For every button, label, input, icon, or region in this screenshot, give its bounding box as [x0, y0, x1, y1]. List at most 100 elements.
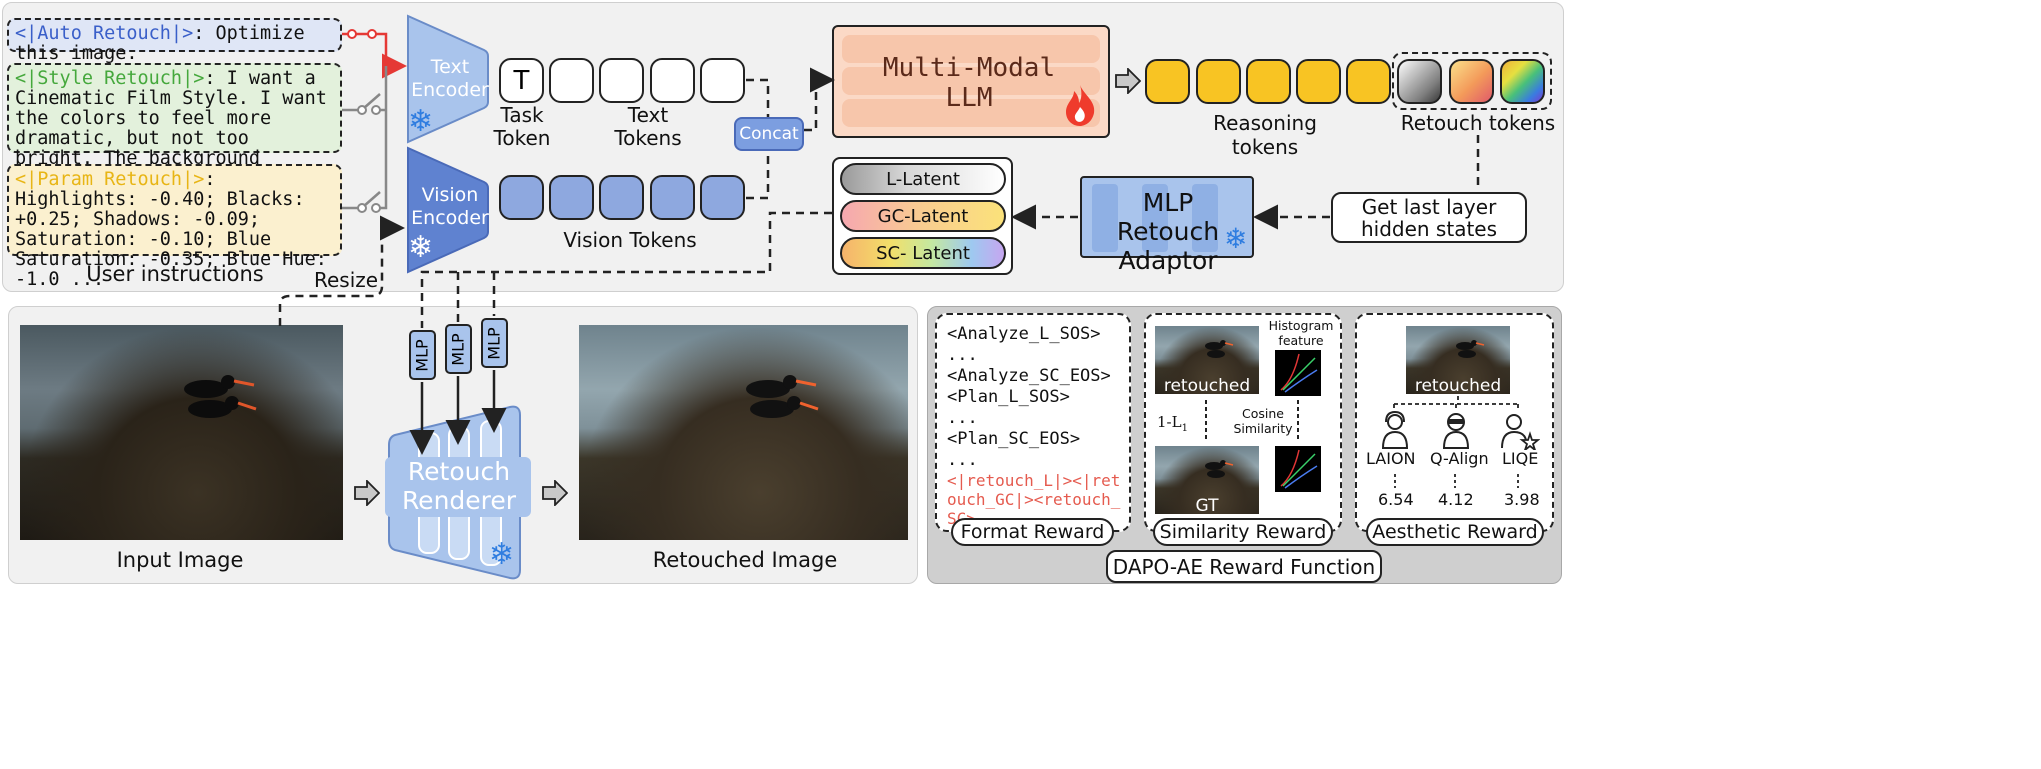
input-image: [20, 325, 343, 540]
llm-layer: [842, 99, 1100, 127]
mlp-label: MLP: [485, 326, 504, 360]
aesthetic-reward-title: Aesthetic Reward: [1366, 518, 1544, 546]
l-latent-label: L-Latent: [886, 168, 960, 190]
gc-latent: GC-Latent: [840, 200, 1006, 232]
format-reward-box: [935, 313, 1131, 532]
histogram-feature-bottom: [1275, 446, 1321, 492]
format-line: ...: [947, 450, 978, 470]
text-encoder: Text Encoder ❄: [404, 14, 490, 144]
vision-token: [549, 175, 594, 220]
reasoning-token: [1346, 59, 1391, 104]
qalign-score: 4.12: [1438, 490, 1474, 509]
adaptor-layer: [1092, 184, 1118, 252]
flow-arrow-icon: [542, 478, 569, 511]
snowflake-icon: ❄: [489, 538, 515, 571]
vision-encoder-label: Vision Encoder: [411, 184, 489, 229]
vision-token: [700, 175, 745, 220]
gt-image: [1155, 446, 1259, 514]
reasoning-token: [1246, 59, 1291, 104]
auto-tag: <|Auto Retouch|>: [15, 23, 194, 44]
retouch-renderer: Retouch Renderer ❄: [385, 405, 531, 580]
similarity-reward-title-text: Similarity Reward: [1159, 521, 1327, 543]
fire-icon: [1062, 83, 1098, 132]
snowflake-icon: ❄: [408, 231, 434, 264]
retouch-tokens-group: [1392, 52, 1552, 110]
aesthetic-reward-title-text: Aesthetic Reward: [1372, 521, 1538, 543]
aesthetic-retouched-image: [1406, 326, 1510, 394]
flow-arrow-icon: [1115, 66, 1142, 99]
text-token: [650, 58, 695, 103]
auto-text: : Optimize this image.: [15, 23, 305, 64]
laion-label: LAION: [1366, 449, 1416, 468]
qalign-label: Q-Align: [1430, 449, 1489, 468]
reasoning-tokens-label: Reasoning tokens: [1213, 111, 1317, 159]
task-token-label: Task Token: [493, 103, 551, 150]
auto-instruction-box: <|Auto Retouch|>: Optimize this image.: [7, 18, 342, 64]
reasoning-token: [1196, 59, 1241, 104]
llm-label: Multi-Modal LLM: [882, 53, 1056, 113]
liqe-label: LIQE: [1502, 449, 1539, 468]
snowflake-icon: ❄: [1224, 223, 1248, 254]
vision-encoder: Vision Encoder ❄: [404, 146, 490, 274]
bird-icon: [732, 365, 822, 440]
bird-icon: [1200, 456, 1236, 487]
similarity-retouched-label: retouched: [1163, 376, 1251, 396]
adaptor-layer: [1192, 184, 1218, 252]
similarity-retouched-image: [1155, 326, 1259, 394]
retouched-image-label: Retouched Image: [652, 548, 838, 572]
hidden-states-label: Get last layer hidden states: [1360, 194, 1498, 241]
aesthetic-retouched-label: retouched: [1414, 376, 1502, 396]
llm-box: Multi-Modal LLM: [832, 25, 1110, 138]
sc-latent-label: SC- Latent: [876, 242, 970, 264]
mlp-block: MLP: [481, 318, 508, 368]
laion-score: 6.54: [1378, 490, 1414, 509]
retouch-token-l: [1397, 59, 1442, 104]
task-token-letter: T: [513, 65, 530, 96]
cosine-label: Cosine Similarity: [1233, 406, 1293, 436]
style-tag: <|Style Retouch|>: [15, 68, 205, 89]
dapo-title: DAPO-AE Reward Function: [1106, 550, 1382, 583]
vision-tokens-label: Vision Tokens: [563, 228, 697, 252]
task-token: T: [499, 58, 544, 103]
adaptor-label: MLP Retouch Adaptor: [1116, 188, 1220, 275]
retouch-tokens-label: Retouch tokens: [1400, 111, 1556, 135]
sc-latent: SC- Latent: [840, 237, 1006, 269]
similarity-reward-title: Similarity Reward: [1153, 518, 1333, 546]
snowflake-icon: ❄: [408, 105, 434, 138]
dapo-title-text: DAPO-AE Reward Function: [1112, 554, 1376, 579]
qalign-evaluator-icon: [1440, 410, 1472, 455]
vision-token: [650, 175, 695, 220]
text-tokens-label: Text Tokens: [614, 103, 682, 150]
format-line: <Analyze_L_SOS>: [947, 324, 1101, 344]
renderer-label: Retouch Renderer: [401, 457, 517, 515]
mlp-adaptor-box: MLP Retouch Adaptor ❄: [1080, 176, 1254, 275]
param-tag: <|Param Retouch|>: [15, 169, 205, 190]
l1-label: 1-L1: [1157, 413, 1188, 434]
format-line: ...: [947, 345, 978, 365]
retouched-image: [579, 325, 908, 540]
reasoning-token: [1145, 59, 1190, 104]
param-text: : Highlights: -0.40; Blacks: +0.25; Shad…: [15, 169, 327, 290]
gt-label: GT: [1195, 496, 1219, 516]
format-reward-title: Format Reward: [951, 518, 1114, 546]
format-line: <Plan_L_SOS>: [947, 387, 1070, 407]
flow-arrow-icon: [354, 478, 381, 511]
gc-latent-label: GC-Latent: [877, 205, 969, 227]
mlp-block: MLP: [409, 330, 436, 380]
bird-icon: [1451, 336, 1487, 367]
bird-icon: [170, 365, 260, 440]
vision-token: [499, 175, 544, 220]
format-reward-title-text: Format Reward: [960, 521, 1105, 543]
format-line: ...: [947, 408, 978, 428]
text-encoder-label: Text Encoder: [411, 56, 489, 101]
text-token: [599, 58, 644, 103]
style-instruction-box: <|Style Retouch|>: I want a Cinematic Fi…: [7, 63, 342, 189]
bird-icon: [1200, 336, 1236, 367]
user-instructions-caption: User instructions: [86, 262, 264, 286]
param-instruction-box: <|Param Retouch|>: Highlights: -0.40; Bl…: [7, 164, 342, 290]
mlp-label: MLP: [449, 332, 468, 366]
llm-layer: [842, 35, 1100, 63]
text-token: [549, 58, 594, 103]
concat-label: Concat: [739, 124, 799, 144]
format-reward-list: <Analyze_L_SOS> ... <Analyze_SC_EOS> <Pl…: [947, 324, 1127, 528]
